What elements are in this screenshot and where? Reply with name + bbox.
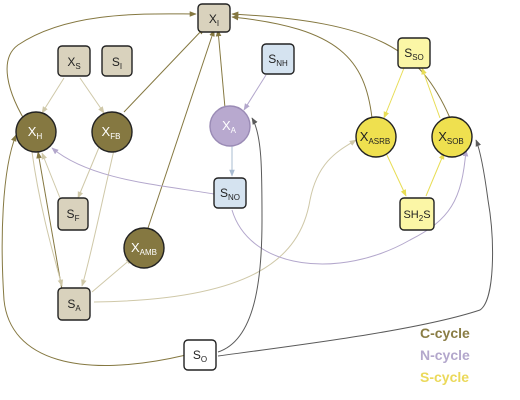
node-xsob: XSOB xyxy=(431,116,473,158)
node-sa-box xyxy=(57,287,91,321)
edge-xsob-to-sso xyxy=(421,67,441,119)
edge-snh-to-xa xyxy=(243,74,267,111)
edge-xa-to-xi xyxy=(215,29,226,109)
node-xsob-circle xyxy=(431,116,473,158)
edge-xasrb-to-sh2s xyxy=(385,152,407,197)
legend-s-cycle: S-cycle xyxy=(420,369,470,385)
node-xh-circle xyxy=(15,111,57,153)
legend-n-cycle: N-cycle xyxy=(420,347,470,363)
node-xa: XA xyxy=(209,105,251,147)
edges-layer xyxy=(1,11,493,366)
node-sf-box xyxy=(57,197,89,231)
edge-sh2s-to-xsob xyxy=(425,152,445,197)
node-si: SI xyxy=(101,45,133,77)
edge-sso-to-xasrb xyxy=(383,67,405,119)
node-sno: SNO xyxy=(213,177,247,209)
node-sh2s-box xyxy=(399,197,435,231)
node-so-box xyxy=(183,339,217,371)
node-sf-label: SF xyxy=(67,207,80,223)
node-sf: SF xyxy=(57,197,89,231)
node-xamb-circle xyxy=(123,227,165,269)
legend: C-cycle N-cycle S-cycle xyxy=(420,322,520,388)
edge-xh-to-xi xyxy=(6,11,197,133)
node-xfb: XFB xyxy=(91,111,133,153)
node-snh-box xyxy=(261,43,295,75)
edge-xfb-to-sf xyxy=(77,144,101,199)
node-xa-circle xyxy=(209,105,251,147)
node-sso-box xyxy=(397,37,431,69)
node-xi-label: XI xyxy=(209,12,219,28)
node-xamb: XAMB xyxy=(123,227,165,269)
edge-xsob-to-xi xyxy=(231,11,451,119)
edge-sa-to-xh xyxy=(36,151,63,291)
edge-so-to-xh xyxy=(1,134,187,366)
node-snh-label: SNH xyxy=(268,52,288,68)
node-xh-label: XH xyxy=(28,124,43,141)
node-sh2s: SH2S xyxy=(399,197,435,231)
node-xamb-label: XAMB xyxy=(131,240,157,257)
node-xasrb-label: XASRB xyxy=(360,129,390,146)
node-sa: SA xyxy=(57,287,91,321)
edge-xfb-to-xi xyxy=(123,27,205,113)
node-xs: XS xyxy=(57,45,91,77)
node-xa-label: XA xyxy=(222,118,237,135)
node-so: SO xyxy=(183,339,217,371)
node-sso-label: SSO xyxy=(404,46,424,62)
edge-so-to-xa xyxy=(217,117,263,353)
edge-sa-to-xamb xyxy=(91,257,133,293)
node-snh: SNH xyxy=(261,43,295,75)
node-xs-label: XS xyxy=(67,55,80,71)
node-xfb-label: XFB xyxy=(102,124,121,141)
node-si-box xyxy=(101,45,133,77)
node-xs-box xyxy=(57,45,91,77)
edge-sno-to-xh xyxy=(51,147,215,195)
edge-so-to-xsob xyxy=(217,139,493,357)
node-sno-box xyxy=(213,177,247,209)
node-si-label: SI xyxy=(112,55,122,71)
node-xfb-circle xyxy=(91,111,133,153)
edge-xs-to-xh xyxy=(41,77,65,114)
edge-sf-to-xh xyxy=(41,152,61,199)
edge-sa-to-xasrb xyxy=(93,139,357,303)
edge-xamb-to-xi xyxy=(147,29,215,229)
legend-c-cycle: C-cycle xyxy=(420,325,470,341)
node-sa-label: SA xyxy=(67,297,81,313)
node-xsob-label: XSOB xyxy=(438,129,464,146)
node-xi: XI xyxy=(197,3,231,33)
nodes-layer: XI XS SI SNH SNO SF SA SO xyxy=(15,3,473,371)
edge-xh-to-sa xyxy=(31,151,64,287)
edge-xasrb-to-xi xyxy=(231,14,373,119)
node-so-label: SO xyxy=(193,348,207,364)
node-sno-label: SNO xyxy=(220,186,240,202)
edge-xs-to-xfb xyxy=(79,77,105,114)
node-xi-box xyxy=(197,3,231,33)
node-sso: SSO xyxy=(397,37,431,69)
node-xasrb-circle xyxy=(355,116,397,158)
node-xh: XH xyxy=(15,111,57,153)
edge-sno-to-xsob xyxy=(231,149,469,265)
node-sh2s-label: SH2S xyxy=(403,209,430,223)
edge-xfb-to-sa xyxy=(81,149,115,287)
node-xasrb: XASRB xyxy=(355,116,397,158)
